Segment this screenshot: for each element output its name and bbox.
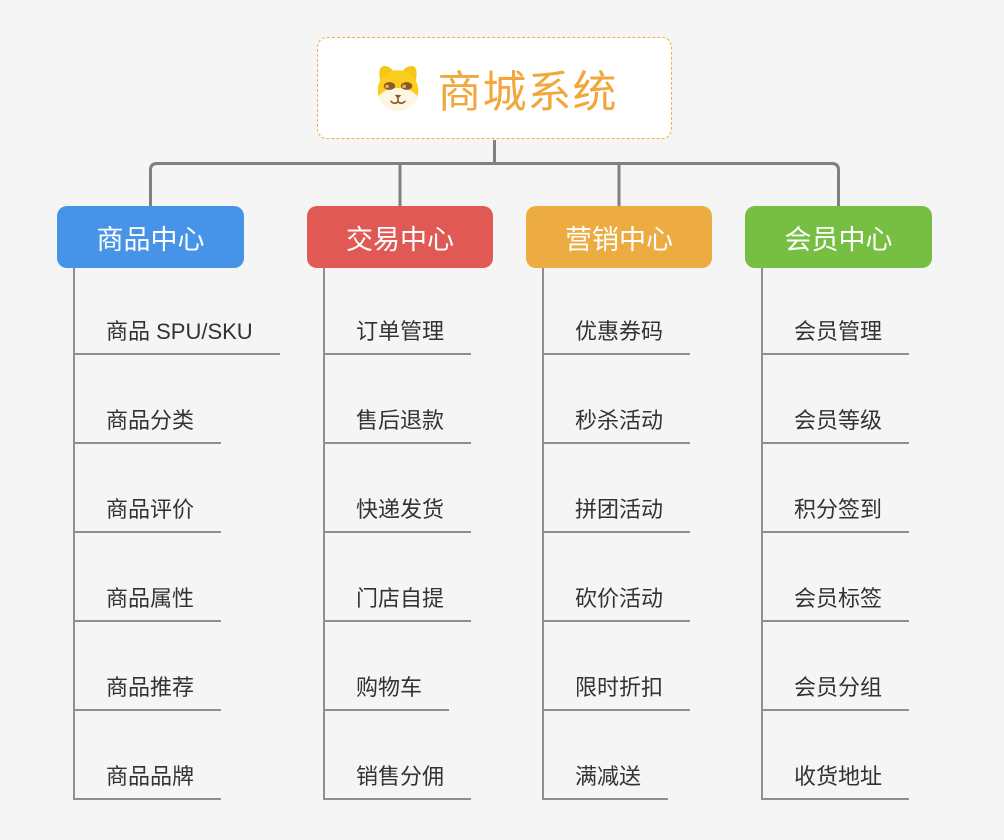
leaf-node[interactable]: 订单管理 xyxy=(323,317,472,355)
leaf-node[interactable]: 商品评价 xyxy=(73,495,222,533)
branch-column-member-center: 会员管理会员等级积分签到会员标签会员分组收货地址 xyxy=(761,268,1004,800)
branch-rail-line xyxy=(149,162,840,206)
leaf-node[interactable]: 购物车 xyxy=(323,673,450,711)
branch-column-trade-center: 订单管理售后退款快递发货门店自提购物车销售分佣 xyxy=(323,268,573,800)
branch-label: 营销中心 xyxy=(565,224,673,255)
branch-label: 商品中心 xyxy=(96,224,205,255)
leaf-node[interactable]: 收货地址 xyxy=(761,762,910,800)
branch-label: 会员中心 xyxy=(784,224,893,255)
leaf-node[interactable]: 门店自提 xyxy=(323,584,472,622)
leaf-node[interactable]: 积分签到 xyxy=(761,495,910,533)
leaf-node[interactable]: 快递发货 xyxy=(323,495,472,533)
leaf-node[interactable]: 会员分组 xyxy=(761,673,910,711)
branch-node-product-center[interactable]: 商品中心 xyxy=(57,206,244,268)
branch-node-marketing-center[interactable]: 营销中心 xyxy=(526,206,712,268)
leaf-node[interactable]: 售后退款 xyxy=(323,406,472,444)
leaf-node[interactable]: 满减送 xyxy=(542,762,669,800)
branch-node-member-center[interactable]: 会员中心 xyxy=(745,206,932,268)
column-trunk-line xyxy=(542,268,544,800)
leaf-node[interactable]: 拼团活动 xyxy=(542,495,691,533)
branch-label: 交易中心 xyxy=(346,224,454,255)
leaf-node[interactable]: 会员标签 xyxy=(761,584,910,622)
leaf-node[interactable]: 商品 SPU/SKU xyxy=(73,317,280,355)
branch-node-trade-center[interactable]: 交易中心 xyxy=(307,206,493,268)
root-node[interactable]: 商城系统 xyxy=(317,37,672,139)
branch-column-marketing-center: 优惠券码秒杀活动拼团活动砍价活动限时折扣满减送 xyxy=(542,268,792,800)
leaf-node[interactable]: 会员管理 xyxy=(761,317,910,355)
column-trunk-line xyxy=(761,268,763,800)
column-trunk-line xyxy=(323,268,325,800)
leaf-node[interactable]: 优惠券码 xyxy=(542,317,691,355)
leaf-node[interactable]: 砍价活动 xyxy=(542,584,691,622)
leaf-node[interactable]: 会员等级 xyxy=(761,406,910,444)
leaf-node[interactable]: 秒杀活动 xyxy=(542,406,691,444)
leaf-node[interactable]: 商品属性 xyxy=(73,584,222,622)
leaf-node[interactable]: 商品分类 xyxy=(73,406,222,444)
leaf-node[interactable]: 销售分佣 xyxy=(323,762,472,800)
root-label: 商城系统 xyxy=(437,68,618,117)
leaf-node[interactable]: 商品品牌 xyxy=(73,762,222,800)
column-trunk-line xyxy=(73,268,75,800)
leaf-node[interactable]: 限时折扣 xyxy=(542,673,691,711)
branch-column-product-center: 商品 SPU/SKU 商品分类商品评价商品属性商品推荐商品品牌 xyxy=(73,268,323,800)
dog-face-icon xyxy=(377,65,418,111)
leaf-node[interactable]: 商品推荐 xyxy=(73,673,222,711)
